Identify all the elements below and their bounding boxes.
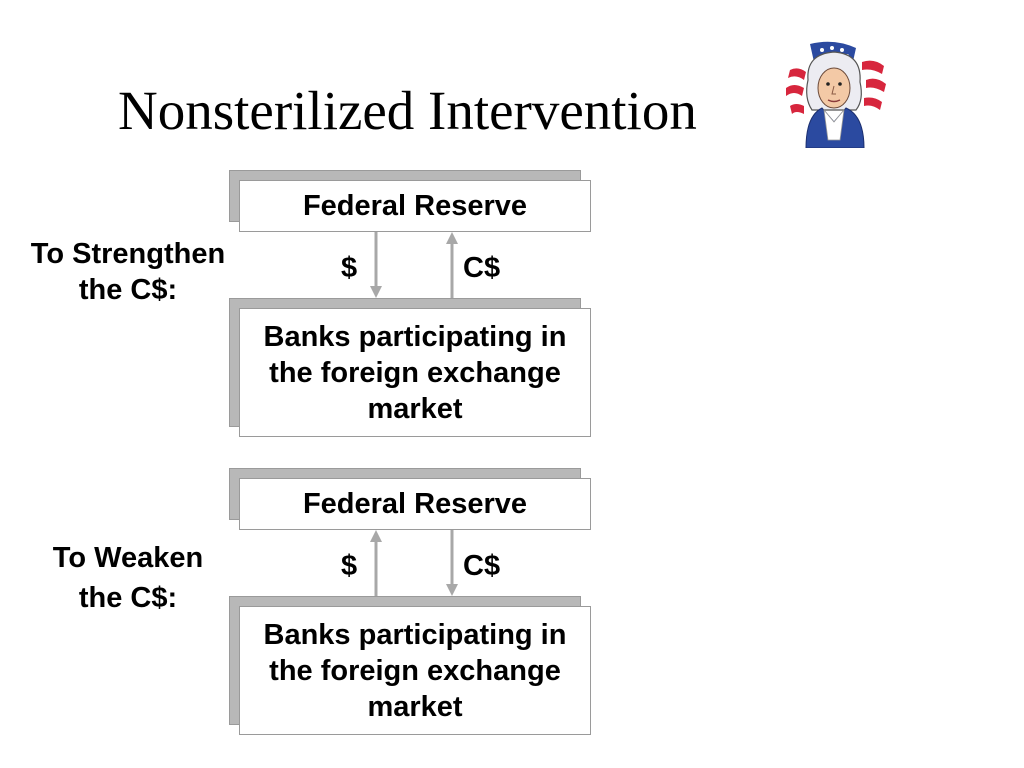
banks-box-strengthen: Banks participating in the foreign excha… bbox=[229, 298, 591, 437]
banks-text: Banks participating in the foreign excha… bbox=[239, 308, 591, 437]
strengthen-label: To Strengthen the C$: bbox=[30, 238, 226, 306]
federal-reserve-text: Federal Reserve bbox=[239, 478, 591, 530]
dollar-flow-arrow bbox=[370, 232, 382, 298]
george-washington-flag-icon bbox=[786, 41, 886, 148]
dollar-flow-label: $ bbox=[341, 550, 358, 582]
cad-flow-arrow bbox=[446, 530, 458, 596]
dollar-flow-label: $ bbox=[341, 252, 358, 284]
weaken-label: To Weaken the C$: bbox=[52, 542, 204, 614]
banks-box-weaken: Banks participating in the foreign excha… bbox=[229, 596, 591, 735]
cad-flow-label: C$ bbox=[463, 550, 501, 582]
slide-title: Nonsterilized Intervention bbox=[118, 80, 697, 141]
federal-reserve-text: Federal Reserve bbox=[239, 180, 591, 232]
federal-reserve-box-weaken: Federal Reserve bbox=[229, 468, 591, 530]
dollar-flow-arrow bbox=[370, 530, 382, 596]
cad-flow-label: C$ bbox=[463, 252, 501, 284]
federal-reserve-box-strengthen: Federal Reserve bbox=[229, 170, 591, 232]
cad-flow-arrow bbox=[446, 232, 458, 298]
banks-text: Banks participating in the foreign excha… bbox=[239, 606, 591, 735]
